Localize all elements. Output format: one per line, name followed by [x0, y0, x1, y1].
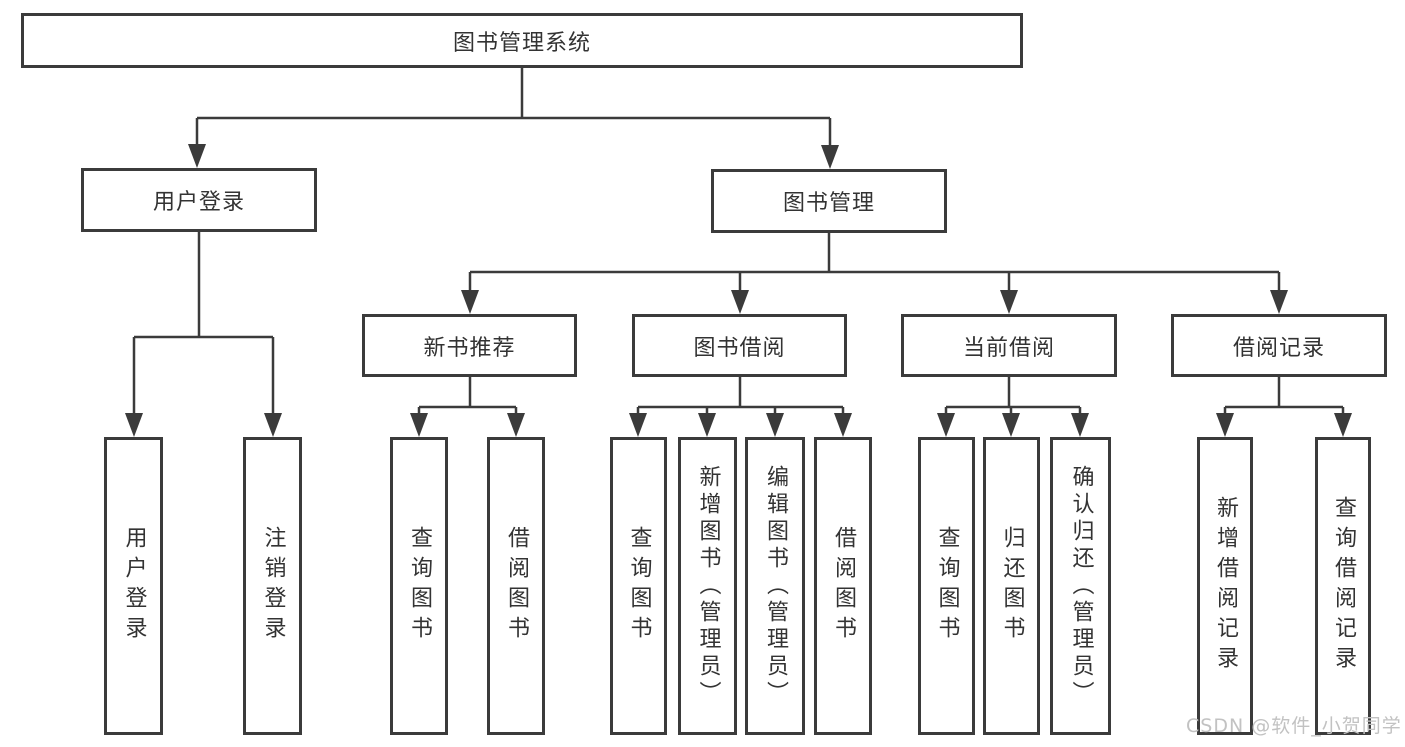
- node-current-borrowing: 当前借阅: [901, 314, 1117, 377]
- arrowhead-icon: [629, 413, 647, 437]
- leaf-label: 归还图书: [999, 526, 1025, 646]
- arrowhead-icon: [937, 413, 955, 437]
- node-borrowing-records: 借阅记录: [1171, 314, 1387, 377]
- leaf-label: 编辑图书（管理员）: [763, 464, 788, 708]
- node-book-management: 图书管理: [711, 169, 947, 233]
- leaf-label: 查询图书: [626, 526, 652, 646]
- arrowhead-icon: [1000, 290, 1018, 314]
- leaf-borrow-books-recommend: 借阅图书: [487, 437, 545, 735]
- node-label: 新书推荐: [423, 335, 516, 361]
- node-label: 借阅记录: [1232, 335, 1325, 361]
- leaf-edit-books-admin: 编辑图书（管理员）: [745, 437, 805, 735]
- arrowhead-icon: [766, 413, 784, 437]
- arrowhead-icon: [264, 413, 282, 437]
- leaf-query-books-borrowing: 查询图书: [610, 437, 667, 735]
- leaf-add-books-admin: 新增图书（管理员）: [678, 437, 737, 735]
- arrowhead-icon: [1270, 290, 1288, 314]
- leaf-user-login: 用户登录: [104, 437, 163, 735]
- leaf-logout: 注销登录: [243, 437, 302, 735]
- leaf-label: 查询图书: [407, 526, 432, 646]
- node-new-book-recommend: 新书推荐: [362, 314, 577, 377]
- leaf-label: 新增图书（管理员）: [695, 464, 721, 708]
- arrowhead-icon: [125, 413, 143, 437]
- arrowhead-icon: [410, 413, 428, 437]
- node-label: 图书借阅: [693, 335, 786, 361]
- arrowhead-icon: [698, 413, 716, 437]
- leaf-query-books-current: 查询图书: [918, 437, 975, 735]
- leaf-confirm-return-admin: 确认归还（管理员）: [1050, 437, 1111, 735]
- node-label: 当前借阅: [962, 335, 1055, 361]
- arrowhead-icon: [1002, 413, 1020, 437]
- arrowhead-icon: [1071, 413, 1089, 437]
- leaf-label: 新增借阅记录: [1213, 496, 1238, 676]
- leaf-label: 确认归还（管理员）: [1068, 464, 1094, 708]
- leaf-query-books-recommend: 查询图书: [390, 437, 448, 735]
- arrowhead-icon: [731, 290, 749, 314]
- leaf-label: 注销登录: [260, 526, 286, 646]
- leaf-label: 借阅图书: [831, 526, 856, 646]
- node-book-borrowing: 图书借阅: [632, 314, 847, 377]
- node-label: 用户登录: [152, 190, 245, 215]
- leaf-label: 借阅图书: [504, 526, 529, 646]
- arrowhead-icon: [821, 145, 839, 169]
- node-user-login: 用户登录: [81, 168, 317, 232]
- leaf-return-books: 归还图书: [983, 437, 1040, 735]
- arrowhead-icon: [461, 290, 479, 314]
- leaf-borrow-books-borrowing: 借阅图书: [814, 437, 872, 735]
- leaf-add-borrow-record: 新增借阅记录: [1197, 437, 1253, 735]
- arrowhead-icon: [834, 413, 852, 437]
- arrowheads: [125, 144, 1352, 437]
- arrowhead-icon: [1334, 413, 1352, 437]
- leaf-query-borrow-record: 查询借阅记录: [1315, 437, 1371, 735]
- leaf-label: 查询图书: [934, 526, 960, 646]
- node-library-management-system: 图书管理系统: [21, 13, 1023, 68]
- arrowhead-icon: [507, 413, 525, 437]
- arrowhead-icon: [1216, 413, 1234, 437]
- csdn-watermark: CSDN @软件_小贺同学: [1186, 715, 1402, 737]
- node-label: 图书管理系统: [452, 30, 591, 56]
- leaf-label: 用户登录: [121, 526, 147, 646]
- arrowhead-icon: [188, 144, 206, 168]
- node-label: 图书管理: [782, 191, 875, 216]
- leaf-label: 查询借阅记录: [1331, 496, 1356, 676]
